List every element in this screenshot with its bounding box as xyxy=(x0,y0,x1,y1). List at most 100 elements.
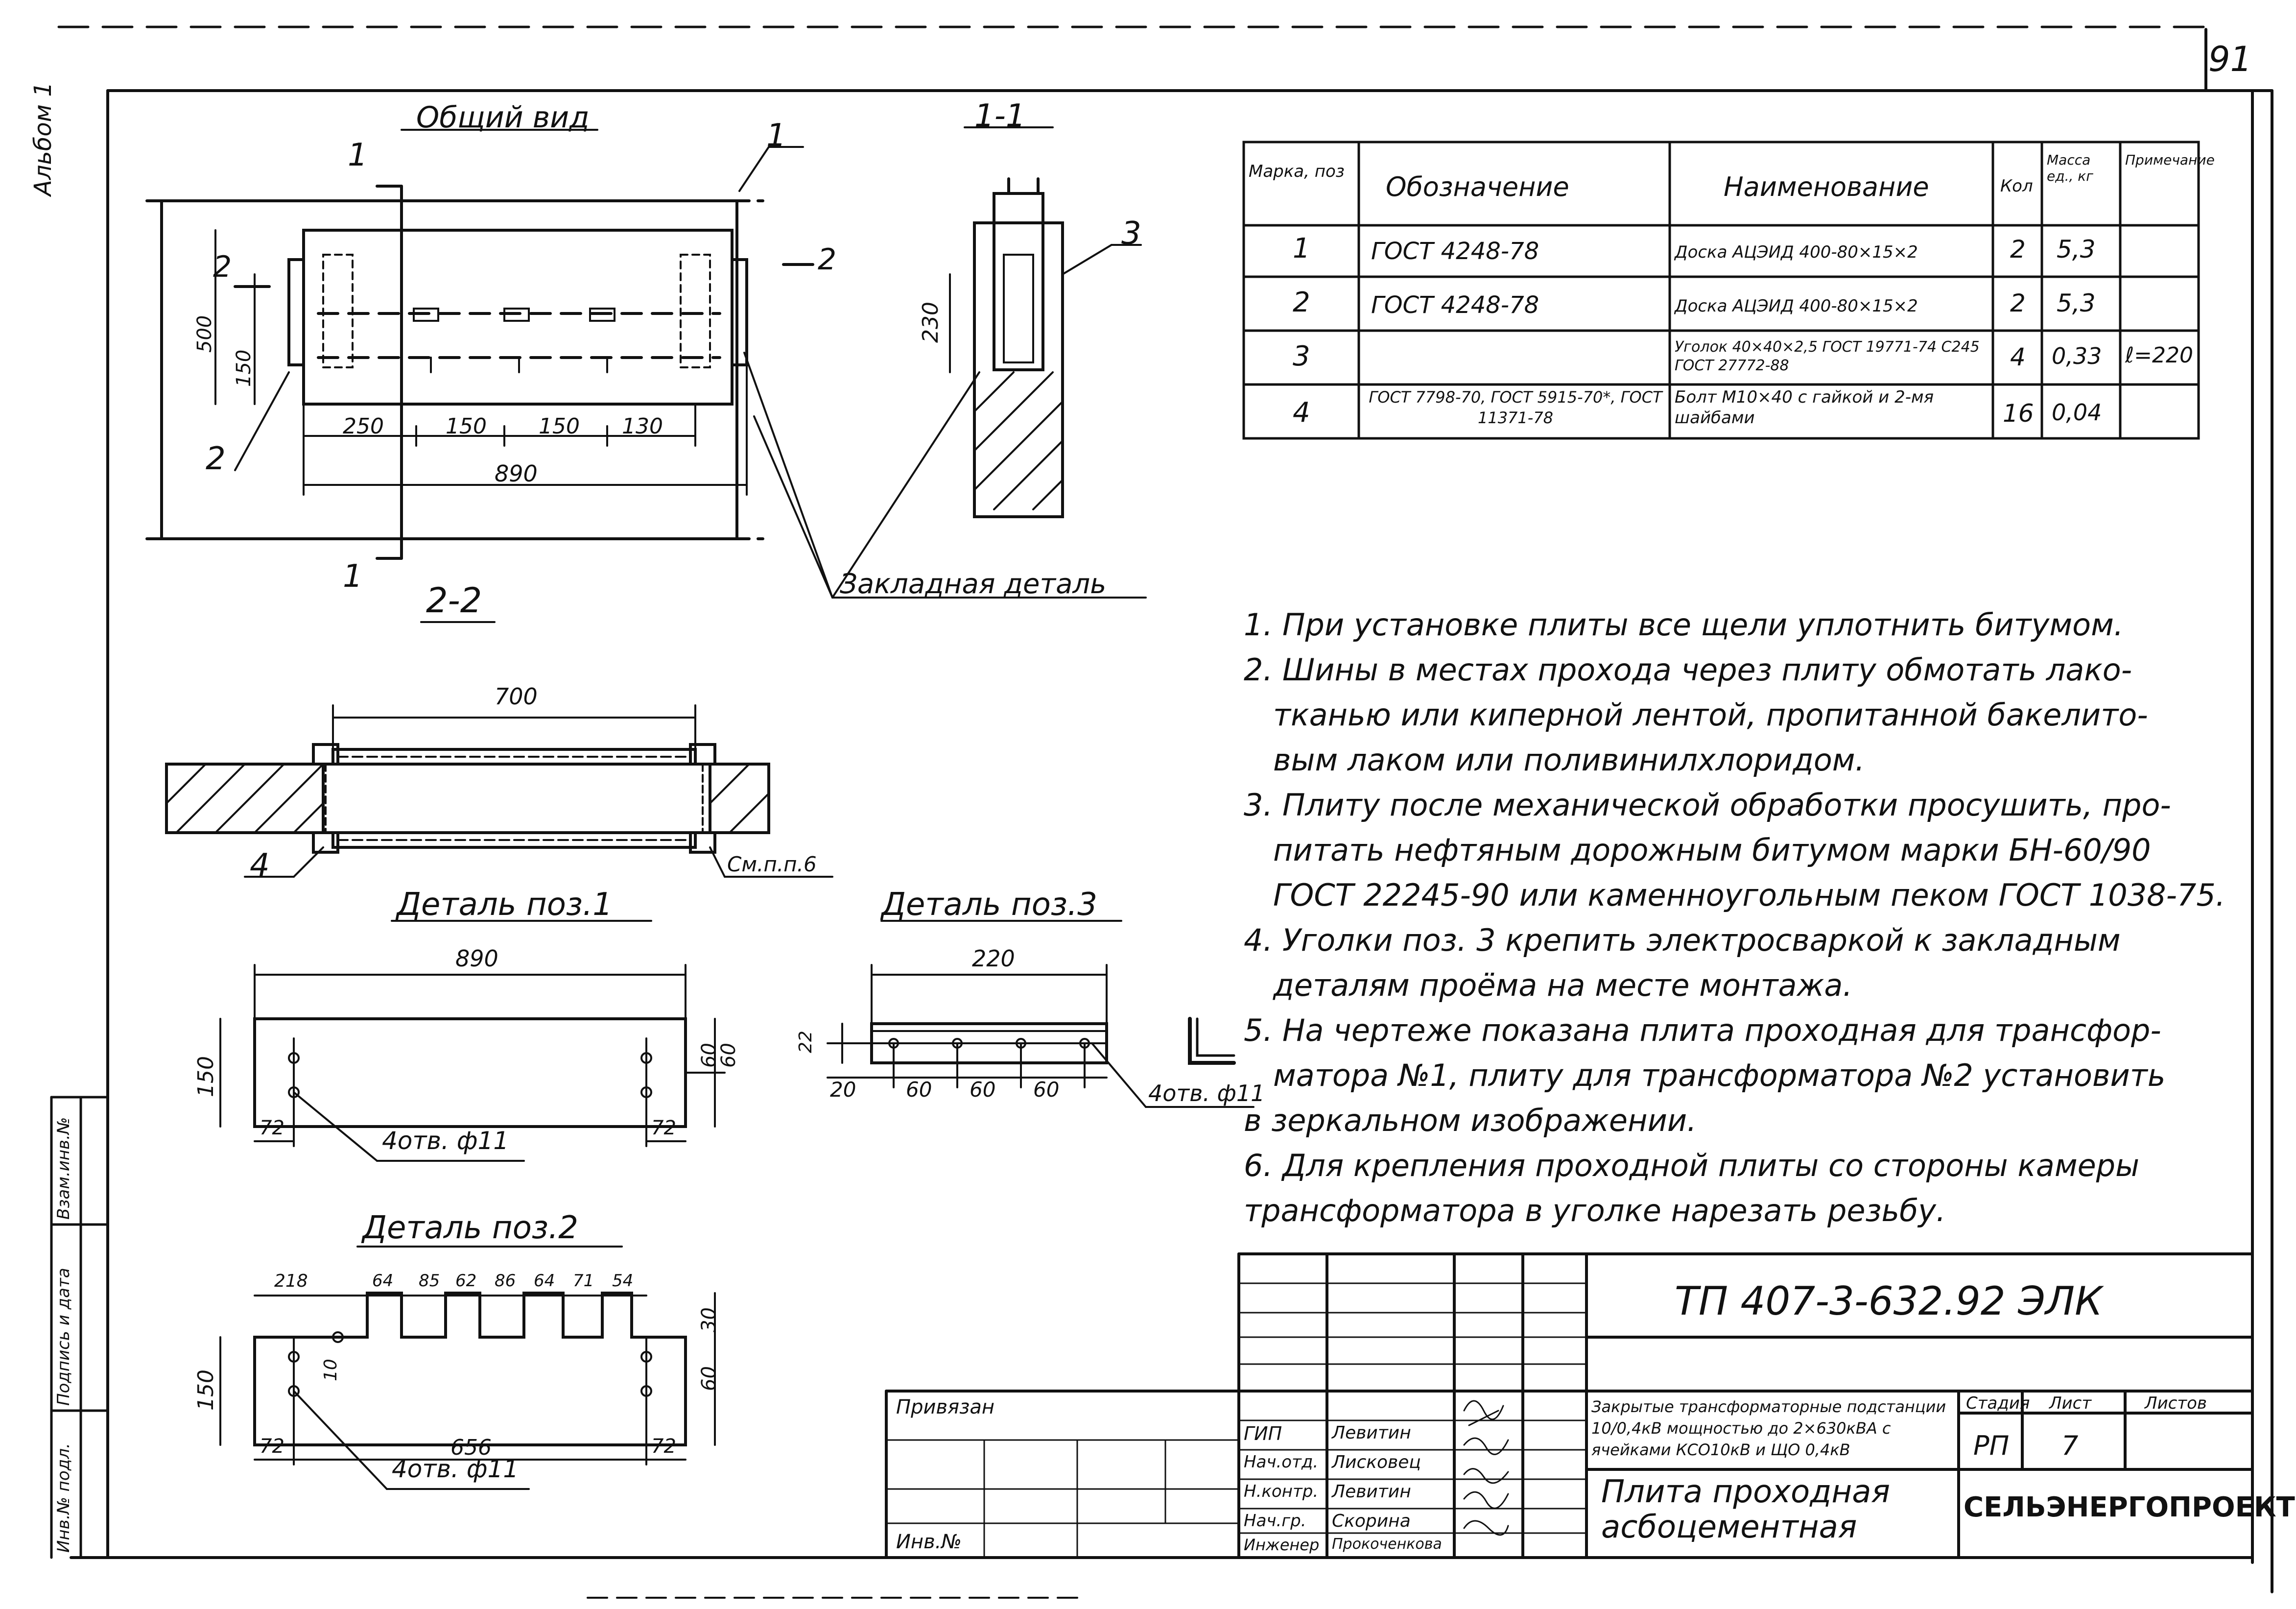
spec-header-name: Наименование xyxy=(1724,171,1929,202)
dim-d1-890: 890 xyxy=(455,945,498,972)
callout-2: 2 xyxy=(206,441,226,477)
dim-d1-60b: 60 xyxy=(717,1043,740,1068)
signatures xyxy=(1463,1400,1509,1536)
dim-d1-holes: 4отв. ф11 xyxy=(382,1127,509,1155)
spec-row-1-mass: 5,3 xyxy=(2057,235,2096,264)
view-title-detail-1: Деталь поз.1 xyxy=(397,887,613,923)
dim-general-150v: 150 xyxy=(233,349,255,387)
section-mark-1-top: 1 xyxy=(348,137,368,173)
view-title-detail-3: Деталь поз.3 xyxy=(881,887,1097,923)
callout-1: 1 xyxy=(766,118,786,154)
sheet-number: 91 xyxy=(2208,39,2252,79)
note-line: ГОСТ 22245-90 или каменноугольным пеком … xyxy=(1273,877,2225,913)
project-name: Закрытые трансформаторные подстанции 10/… xyxy=(1591,1397,1946,1459)
name-nach-otd: Лисковец xyxy=(1332,1452,1421,1472)
note-line: матора №1, плиту для трансформатора №2 у… xyxy=(1273,1057,2166,1093)
dim-d3-60a: 60 xyxy=(906,1078,932,1102)
dim-d2-holes: 4отв. ф11 xyxy=(392,1455,519,1483)
dim-general-150b: 150 xyxy=(539,414,580,439)
callout-3: 3 xyxy=(1121,216,1141,252)
section-mark-2-right: 2 xyxy=(818,242,837,277)
name-n-kontr: Левитин xyxy=(1332,1482,1411,1502)
spec-row-1-qty: 2 xyxy=(2010,235,2026,264)
sheet-frame xyxy=(70,28,2273,1593)
spec-row-2-qty: 2 xyxy=(2010,289,2026,317)
dim-d2-10: 10 xyxy=(321,1359,341,1381)
spec-header-mass: Масса ед., кг xyxy=(2047,152,2093,184)
stage-value: РП xyxy=(1973,1430,2010,1461)
dim-d1-72a: 72 xyxy=(260,1117,284,1139)
sheet-value: 7 xyxy=(2061,1430,2079,1461)
spec-header-designation: Обозначение xyxy=(1386,171,1569,202)
dim-d2-64b: 64 xyxy=(534,1271,555,1291)
organization: СЕЛЬЭНЕРГОПРОЕКТ xyxy=(1964,1491,2295,1523)
side-label: Альбом 1 xyxy=(29,82,57,196)
dim-d2-30: 30 xyxy=(698,1307,720,1332)
general-view xyxy=(145,129,1147,599)
dim-d2-54: 54 xyxy=(612,1271,634,1291)
spec-row-3-note: ℓ=220 xyxy=(2125,343,2194,368)
note-line: тканью или киперной лентой, пропитанной … xyxy=(1273,697,2148,733)
note-line: 4. Уголки поз. 3 крепить электросваркой … xyxy=(1244,922,2121,958)
dim-d2-85: 85 xyxy=(419,1271,440,1291)
dim-d3-20: 20 xyxy=(830,1078,856,1102)
section-mark-2-left: 2 xyxy=(213,250,232,284)
role-n-kontr: Н.контр. xyxy=(1244,1482,1319,1501)
note-line: вым лаком или поливинилхлоридом. xyxy=(1273,742,1865,778)
dim-d2-64a: 64 xyxy=(372,1271,394,1291)
spec-row-3-name: Уголок 40×40×2,5 ГОСТ 19771-74 С245 ГОСТ… xyxy=(1675,338,1980,374)
note-line: 2. Шины в местах прохода через плиту обм… xyxy=(1244,652,2132,688)
see-note-label: См.п.п.6 xyxy=(727,852,817,876)
dim-d2-656: 656 xyxy=(450,1435,492,1460)
note-line: 1. При установке плиты все щели уплотнит… xyxy=(1244,607,2124,643)
privyazan-label: Привязан xyxy=(896,1396,995,1418)
note-line: в зеркальном изображении. xyxy=(1244,1103,1697,1138)
inv-label: Инв.№ xyxy=(896,1531,962,1553)
view-title-2-2: 2-2 xyxy=(426,580,482,621)
detail-3-view xyxy=(827,920,1255,1108)
note-line: трансформатора в уголке нарезать резьбу. xyxy=(1244,1193,1946,1228)
callout-4: 4 xyxy=(250,847,270,884)
note-line: питать нефтяным дорожным битумом марки Б… xyxy=(1273,832,2151,868)
sheets-label: Листов xyxy=(2145,1393,2207,1413)
spec-header-qty: Кол xyxy=(2000,176,2033,196)
detail-2-view xyxy=(219,1246,716,1490)
role-inzhener: Инженер xyxy=(1244,1536,1320,1554)
note-line: деталям проёма на месте монтажа. xyxy=(1273,967,1853,1003)
dim-d3-60b: 60 xyxy=(970,1078,996,1102)
name-nach-gr: Скорина xyxy=(1332,1511,1411,1531)
dim-d1-150: 150 xyxy=(193,1056,218,1097)
view-title-1-1: 1-1 xyxy=(974,98,1026,134)
embedded-part-label: Закладная деталь xyxy=(840,568,1107,600)
spec-row-2-pos: 2 xyxy=(1293,287,1310,318)
strip-vzam: Взам.инв.№ xyxy=(54,1117,73,1220)
strip-sign: Подпись и дата xyxy=(54,1268,73,1406)
spec-row-3-mass: 0,33 xyxy=(2052,343,2102,369)
spec-row-4-designation: ГОСТ 7798-70, ГОСТ 5915-70*, ГОСТ 11371-… xyxy=(1369,388,1662,427)
notes-block: 1. При установке плиты все щели уплотнит… xyxy=(1244,602,2225,1233)
dim-general-500: 500 xyxy=(193,315,216,353)
name-inzhener: Прокоченкова xyxy=(1332,1536,1442,1553)
detail-1-view xyxy=(219,920,726,1162)
dim-2-2-700: 700 xyxy=(495,683,538,710)
dim-1-1-230: 230 xyxy=(918,302,943,343)
spec-row-1-designation: ГОСТ 4248-78 xyxy=(1371,238,1539,265)
dim-d2-62: 62 xyxy=(455,1271,477,1291)
stage-label: Стадия xyxy=(1966,1393,2030,1413)
spec-row-2-mass: 5,3 xyxy=(2057,289,2096,317)
dim-general-250: 250 xyxy=(343,414,384,439)
spec-row-4-name: Болт М10×40 с гайкой и 2-мя шайбами xyxy=(1675,387,1934,428)
role-nach-gr: Нач.гр. xyxy=(1244,1511,1306,1531)
document-code: ТП 407-3-632.92 ЭЛК xyxy=(1675,1278,2103,1324)
spec-row-4-mass: 0,04 xyxy=(2052,399,2102,426)
section-1-1-view xyxy=(831,126,1142,599)
sheet-label: Лист xyxy=(2049,1393,2092,1413)
section-mark-1-bottom: 1 xyxy=(343,558,363,595)
strip-inv: Инв.№ подл. xyxy=(54,1443,73,1553)
view-title-general: Общий вид xyxy=(416,100,590,135)
name-gip: Левитин xyxy=(1332,1423,1411,1443)
spec-row-3-pos: 3 xyxy=(1293,340,1310,372)
dim-general-150a: 150 xyxy=(446,414,487,439)
dim-d2-72a: 72 xyxy=(260,1435,284,1458)
